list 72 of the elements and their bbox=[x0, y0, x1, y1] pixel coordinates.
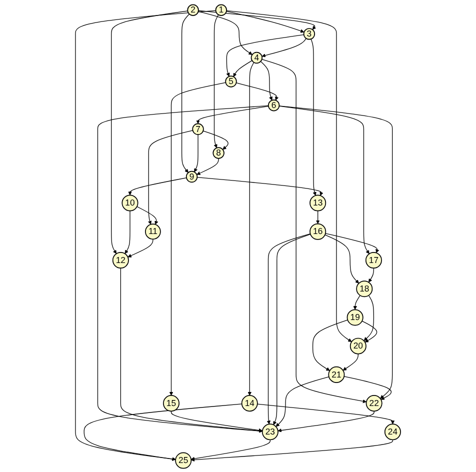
arrow bbox=[344, 376, 392, 400]
arrow bbox=[190, 439, 270, 461]
node-circle: 17 bbox=[365, 252, 382, 268]
arrow bbox=[260, 61, 273, 100]
arrow bbox=[324, 234, 360, 284]
node-circle: 23 bbox=[262, 424, 278, 440]
arrow bbox=[278, 106, 393, 399]
arrow bbox=[278, 106, 370, 254]
arrow bbox=[312, 320, 348, 371]
arrow bbox=[226, 34, 304, 77]
arrow bbox=[148, 130, 194, 225]
arrow bbox=[214, 14, 219, 148]
node-circle: 6 bbox=[268, 100, 280, 112]
node-circle: 1 bbox=[215, 4, 228, 16]
arrow bbox=[84, 404, 242, 461]
arrow bbox=[128, 177, 187, 196]
arrow bbox=[198, 10, 316, 30]
arrow bbox=[266, 233, 311, 424]
arrow bbox=[364, 295, 374, 341]
node-circle: 13 bbox=[310, 194, 326, 212]
node-circle: 16 bbox=[310, 223, 326, 240]
arrow bbox=[75, 10, 216, 461]
arrow bbox=[196, 158, 219, 175]
arrow bbox=[136, 206, 158, 225]
arrow bbox=[128, 238, 154, 258]
node-circle: 24 bbox=[384, 424, 401, 440]
arrow bbox=[111, 10, 188, 254]
arrow bbox=[196, 106, 269, 124]
arrow bbox=[342, 354, 358, 371]
node-circle: 12 bbox=[112, 252, 129, 268]
arrow bbox=[196, 176, 324, 196]
arrow bbox=[233, 60, 252, 77]
node-circle: 22 bbox=[366, 395, 382, 412]
node-circle: 10 bbox=[122, 194, 138, 212]
arrow bbox=[362, 320, 378, 342]
arrow bbox=[273, 234, 311, 425]
arrow bbox=[120, 268, 263, 433]
arrow bbox=[181, 14, 190, 173]
node-circle: 14 bbox=[241, 395, 258, 412]
node-circle: 21 bbox=[328, 366, 345, 383]
arrow bbox=[202, 130, 228, 150]
node-circle: 8 bbox=[212, 147, 224, 159]
node-circle: 15 bbox=[162, 395, 180, 412]
node-circle: 18 bbox=[356, 280, 373, 298]
arrow bbox=[368, 268, 374, 282]
arrow bbox=[226, 10, 304, 33]
arrow bbox=[310, 38, 316, 196]
arrow bbox=[248, 62, 254, 396]
arrow bbox=[190, 439, 394, 462]
arrow bbox=[170, 410, 263, 432]
arrow bbox=[353, 295, 360, 310]
arrow bbox=[194, 134, 198, 172]
node-circle: 3 bbox=[303, 28, 316, 40]
node-circle: 20 bbox=[350, 338, 366, 354]
node-circle: 25 bbox=[175, 452, 192, 469]
arrow bbox=[325, 233, 380, 253]
arrow bbox=[262, 38, 306, 58]
node-circle: 19 bbox=[346, 309, 364, 326]
node-circle: 9 bbox=[186, 170, 198, 183]
arrow bbox=[236, 82, 279, 100]
arrow bbox=[276, 376, 330, 427]
arrow bbox=[97, 105, 269, 433]
arrow bbox=[316, 210, 320, 224]
node-circle: 7 bbox=[192, 123, 204, 136]
node-circle: 2 bbox=[187, 4, 199, 16]
arrow bbox=[278, 410, 374, 432]
node-circle: 11 bbox=[145, 224, 161, 240]
arrow bbox=[124, 210, 130, 254]
arrow bbox=[257, 404, 395, 424]
node-circle: 4 bbox=[250, 52, 263, 64]
arrow bbox=[198, 11, 252, 55]
node-circle: 5 bbox=[225, 76, 237, 88]
